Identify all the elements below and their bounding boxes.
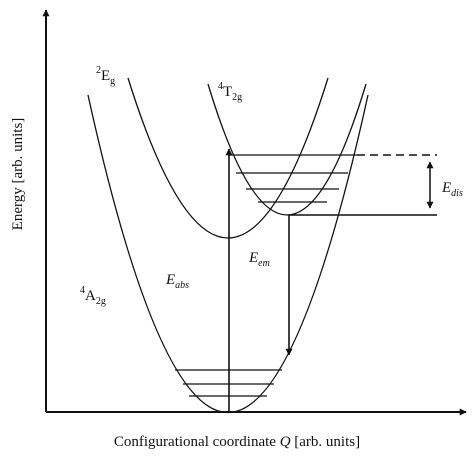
state-label-ground: 4A2g — [80, 285, 106, 307]
emission-energy-label: Eem — [248, 250, 270, 269]
dissociation-energy-label: Edis — [441, 180, 463, 199]
absorption-energy-label: Eabs — [165, 272, 189, 291]
quartet-state-curve — [207, 83, 367, 216]
x-axis-label: Configurational coordinate Q [arb. units… — [114, 434, 360, 450]
state-label-doublet: 2Eg — [96, 65, 115, 87]
doublet-state-curve — [127, 77, 329, 239]
ground-state-curve — [87, 94, 369, 413]
state-label-quartet: 4T2g — [218, 81, 242, 103]
y-axis-label: Energy [arb. units] — [10, 118, 26, 231]
